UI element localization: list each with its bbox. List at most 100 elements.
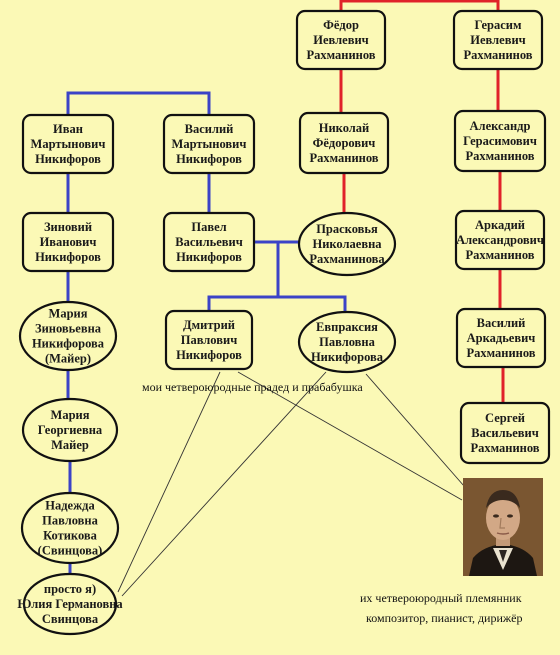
person-name-line: Свинцова	[42, 612, 99, 626]
pointer-nephew-dmitry	[237, 371, 463, 501]
person-name-line: Рахманинов	[463, 48, 532, 62]
person-name-line: Рахманинов	[466, 346, 535, 360]
person-name-line: Рахманинов	[306, 48, 375, 62]
person-name-line: Никифоров	[176, 250, 242, 264]
great-grandparents-caption: мои четвероюродные прадед и прабабушка	[142, 380, 363, 394]
person-name-line: Василий	[477, 316, 526, 330]
person-name-line: Аркадий	[475, 218, 525, 232]
person-name-line: Прасковья	[316, 222, 378, 236]
person-name-line: Рахманинов	[309, 151, 378, 165]
person-name-line: Рахманинов	[465, 248, 534, 262]
person-box	[298, 111, 390, 175]
person-name-line: Никифорова	[32, 337, 105, 351]
person-name-line: Котикова	[43, 529, 98, 543]
person-name-line: Иевлевич	[470, 33, 525, 47]
person-name-line: Иванович	[40, 235, 97, 249]
person-name-line: Георгиевна	[38, 423, 103, 437]
person-box	[295, 9, 387, 71]
nephew-caption-line2: композитор, пианист, дирижёр	[366, 611, 523, 625]
person-oval	[297, 211, 397, 277]
rakhmaninov-top-bar	[339, 0, 500, 11]
person-name-line: Николаевна	[312, 237, 382, 251]
person-name-line: Мартынович	[172, 137, 247, 151]
person-name-line: Павлович	[181, 333, 238, 347]
person-oval	[20, 491, 120, 565]
person-name-line: Рахманинова	[309, 252, 385, 266]
person-name-line: Аркадьевич	[467, 331, 536, 345]
person-name-line: Рахманинов	[465, 149, 534, 163]
person-name-line: Иевлевич	[313, 33, 368, 47]
person-name-line: Юлия Германовна	[17, 597, 123, 611]
person-name-line: Фёдорович	[313, 136, 376, 150]
person-name-line: Никифоров	[35, 152, 101, 166]
person-name-line: Александрович	[456, 233, 544, 247]
person-name-line: Герасимович	[463, 134, 537, 148]
person-name-line: Фёдор	[323, 18, 359, 32]
person-name-line: Васильевич	[471, 426, 539, 440]
nikiforov-link-ivan-vasily	[66, 91, 211, 115]
person-oval	[297, 310, 397, 374]
person-name-line: Павловна	[42, 514, 98, 528]
person-oval	[18, 300, 118, 372]
person-name-line: Павловна	[319, 335, 375, 349]
person-name-line: Василий	[185, 122, 234, 136]
person-name-line: Мария	[51, 408, 90, 422]
person-name-line: Мария	[49, 307, 88, 321]
pointer-nephew-evpraksia	[365, 373, 465, 487]
person-name-line: Никифорова	[311, 350, 384, 364]
person-name-line: Надежда	[45, 499, 95, 513]
person-name-line: Никифоров	[35, 250, 101, 264]
person-box	[162, 113, 256, 175]
person-name-line: Зиновий	[44, 220, 92, 234]
person-name-line: Васильевич	[175, 235, 243, 249]
person-name-line: Рахманинов	[470, 441, 539, 455]
person-name-line: Сергей	[485, 411, 525, 425]
nikiforov-link-couple-evpraksia	[278, 295, 347, 312]
person-name-line: Майер	[51, 438, 89, 452]
person-box	[455, 307, 547, 369]
person-name-line: Александр	[470, 119, 531, 133]
person-name-line: (Свинцова)	[38, 544, 103, 558]
person-box	[453, 109, 547, 173]
composer-portrait-photo	[463, 478, 543, 576]
person-name-line: (Майер)	[45, 352, 91, 366]
person-name-line: Павел	[191, 220, 226, 234]
person-box	[454, 209, 546, 271]
pointer-yulia-dmitry	[117, 371, 221, 593]
person-name-line: просто я)	[44, 582, 96, 596]
person-name-line: Николай	[319, 121, 370, 135]
person-name-line: Иван	[53, 122, 83, 136]
person-name-line: Дмитрий	[183, 318, 235, 332]
person-name-line: Никифоров	[176, 348, 242, 362]
person-name-line: Герасим	[474, 18, 522, 32]
person-oval	[22, 572, 118, 636]
person-box	[162, 211, 256, 273]
person-box	[452, 9, 544, 71]
person-box	[21, 113, 115, 175]
person-box	[164, 309, 254, 371]
nephew-caption-line1: их четвероюродный племянник	[360, 591, 522, 605]
person-box	[21, 211, 115, 273]
person-oval	[21, 397, 119, 463]
person-box	[459, 401, 551, 465]
person-name-line: Никифоров	[176, 152, 242, 166]
